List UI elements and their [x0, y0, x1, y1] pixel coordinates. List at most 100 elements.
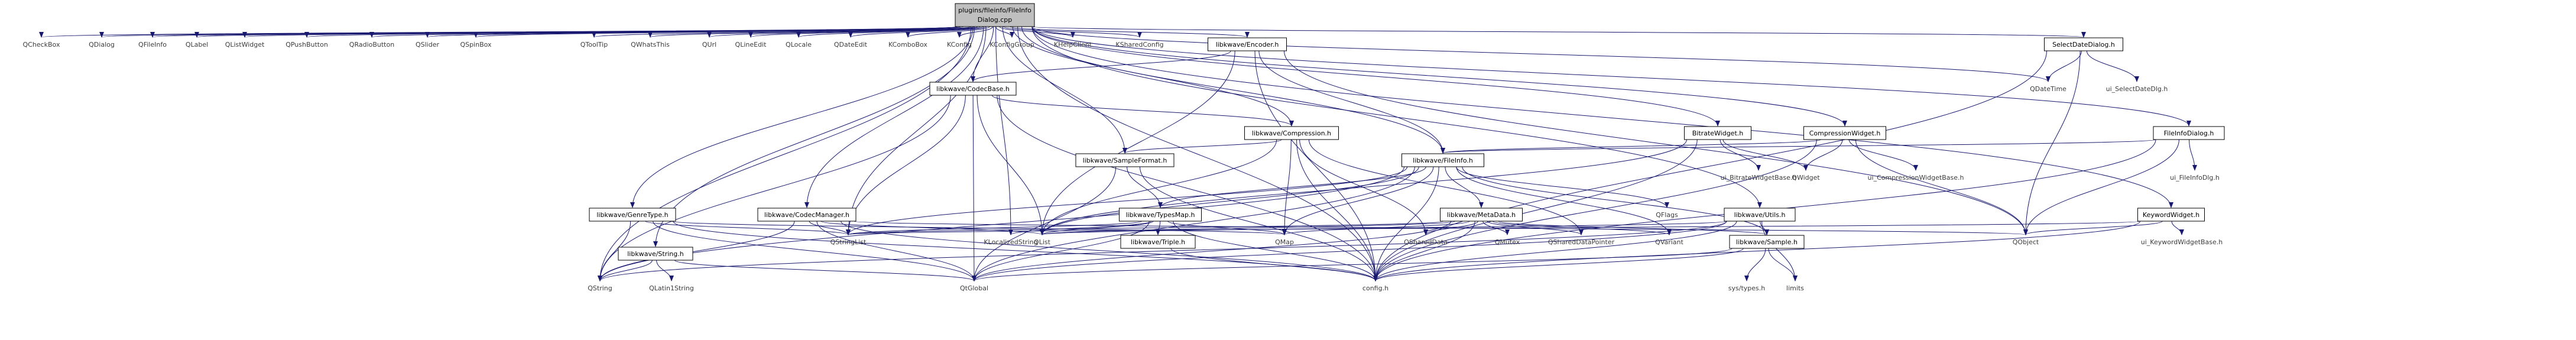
node-qdateedit: QDateEdit: [834, 41, 868, 48]
node-qstringlist-label: QStringList: [830, 238, 867, 246]
node-compression-label: libkwave/Compression.h: [1252, 129, 1331, 137]
edge-sample-to-systypes: [1744, 248, 1766, 281]
node-kconfig-label: KConfig: [947, 41, 972, 48]
edge-keywordwidget-to-qstringlist: [846, 221, 2140, 235]
node-khelpclient-label: KHelpClient: [1054, 41, 1092, 48]
edge-fileinfo-to-metadata: [1445, 166, 1484, 208]
node-string[interactable]: libkwave/String.h: [618, 247, 693, 261]
node-compressionwidget[interactable]: CompressionWidget.h: [1803, 126, 1886, 140]
node-qtooltip: QToolTip: [580, 41, 608, 48]
node-bitratewidget-box: [1684, 126, 1751, 140]
node-codecbase[interactable]: libkwave/CodecBase.h: [929, 82, 1017, 96]
node-sample[interactable]: libkwave/Sample.h: [1729, 235, 1805, 249]
edge-string-to-qstring: [598, 260, 653, 281]
node-fileinfo-box: [1401, 153, 1484, 167]
node-compression[interactable]: libkwave/Compression.h: [1244, 126, 1339, 140]
node-ui_bitratewidgetbase-label: ui_BitrateWidgetBase.h: [1721, 174, 1797, 182]
node-qpushbutton: QPushButton: [285, 41, 328, 48]
edge-compression-to-configh: [1296, 139, 1378, 281]
edge-sample-to-qglobal: [972, 248, 1733, 281]
node-ui_keywordwidgetbase: ui_KeywordWidgetBase.h: [2141, 238, 2223, 246]
edge-root-to-ksharedconfig: [1003, 26, 1142, 38]
edge-genretype-to-qglobal: [653, 221, 976, 281]
node-qpushbutton-label: QPushButton: [285, 41, 328, 48]
node-qlineedit: QLineEdit: [735, 41, 767, 48]
edge-utils-to-qlist: [1040, 221, 1727, 235]
node-compression-box: [1244, 126, 1339, 140]
node-qshareddatapointer: QSharedDataPointer: [1548, 238, 1615, 246]
node-metadata-label: libkwave/MetaData.h: [1447, 211, 1516, 219]
node-codecmanager[interactable]: libkwave/CodecManager.h: [757, 208, 856, 222]
node-kconfiggroup-label: KConfigGroup: [989, 41, 1034, 48]
node-genretype-box: [589, 208, 676, 222]
node-bitratewidget-label: BitrateWidget.h: [1692, 129, 1743, 137]
edge-keywordwidget-to-configh: [1373, 221, 2140, 281]
node-triple[interactable]: libkwave/Triple.h: [1120, 235, 1196, 249]
node-genretype[interactable]: libkwave/GenreType.h: [589, 208, 676, 222]
node-klocalizedstring-label: KLocalizedString: [984, 238, 1037, 246]
node-string-box: [618, 247, 693, 261]
node-klocalizedstring: KLocalizedString: [984, 238, 1037, 246]
root-node-label-line2: Dialog.cpp: [978, 16, 1013, 24]
node-codecmanager-box: [757, 208, 856, 222]
edge-codecmanager-to-qlist: [820, 221, 1044, 235]
node-utils-label: libkwave/Utils.h: [1734, 211, 1786, 219]
node-selectdatedialog[interactable]: SelectDateDialog.h: [2044, 37, 2123, 51]
node-kconfiggroup: KConfigGroup: [989, 41, 1034, 48]
node-qcheckbox-label: QCheckBox: [23, 41, 60, 48]
edge-utils-to-sample: [1760, 221, 1769, 235]
node-ui_selectdatedlg: ui_SelectDateDlg.h: [2106, 85, 2168, 93]
edge-bitratewidget-to-ui_bitratewidgetbase: [1720, 139, 1761, 171]
node-ksharedconfig-label: KSharedConfig: [1115, 41, 1163, 48]
edge-root-to-kconfig: [957, 26, 993, 38]
node-kconfig: KConfig: [947, 41, 972, 48]
node-utils[interactable]: libkwave/Utils.h: [1724, 208, 1796, 222]
edge-root-to-qstring: [598, 26, 972, 281]
node-qdatetime: QDateTime: [2030, 85, 2066, 93]
node-compressionwidget-box: [1803, 126, 1886, 140]
node-compressionwidget-label: CompressionWidget.h: [1809, 129, 1881, 137]
node-triple-box: [1120, 235, 1196, 249]
edge-codecmanager-to-qglobal: [816, 221, 976, 281]
edge-compression-to-sampleformat: [1122, 139, 1282, 154]
edge-root-to-sampleformat: [1002, 26, 1127, 154]
node-qmap: QMap: [1275, 238, 1294, 246]
edge-keywordwidget-to-ui_keywordwidgetbase: [2171, 221, 2184, 235]
node-encoder[interactable]: libkwave/Encoder.h: [1208, 37, 1287, 51]
node-qmap-label: QMap: [1275, 238, 1294, 246]
edge-root-to-fileinfodialog: [1031, 26, 2191, 127]
node-qshareddata-label: QSharedData: [1404, 238, 1448, 246]
edge-utils-to-configh: [1373, 221, 1737, 281]
node-qlistwidget-label: QListWidget: [225, 41, 265, 48]
edge-compressionwidget-to-qobject: [1855, 139, 2028, 235]
node-codecmanager-label: libkwave/CodecManager.h: [764, 211, 849, 219]
edge-string-to-qlatin1string: [656, 260, 674, 281]
edge-fileinfo-to-qglobal: [972, 166, 1415, 281]
edge-compressionwidget-to-configh: [1373, 139, 1817, 281]
node-qfileinfo: QFileInfo: [138, 41, 167, 48]
node-keywordwidget[interactable]: KeywordWidget.h: [2137, 208, 2205, 222]
edge-compression-to-qshareddatapointer: [1308, 139, 1584, 235]
edge-sampleformat-to-configh: [1139, 166, 1378, 281]
root-node[interactable]: plugins/fileinfo/FileInfo Dialog.cpp: [955, 3, 1035, 27]
edge-metadata-to-configh: [1373, 221, 1475, 281]
node-sampleformat[interactable]: libkwave/SampleFormat.h: [1075, 153, 1175, 167]
node-qlatin1string: QLatin1String: [649, 284, 694, 292]
edge-fileinfo-to-qlist: [1040, 166, 1419, 235]
node-genretype-label: libkwave/GenreType.h: [596, 211, 668, 219]
edge-bitratewidget-to-configh: [1373, 139, 1698, 281]
node-bitratewidget[interactable]: BitrateWidget.h: [1684, 126, 1751, 140]
node-kcombobox-label: KComboBox: [888, 41, 927, 48]
node-fileinfo[interactable]: libkwave/FileInfo.h: [1401, 153, 1484, 167]
edge-root-to-compressionwidget: [1031, 26, 1847, 127]
edge-metadata-to-qglobal: [972, 221, 1452, 281]
edge-fileinfo-to-qvariant: [1456, 166, 1672, 235]
node-typesmap[interactable]: libkwave/TypesMap.h: [1119, 208, 1202, 222]
node-qlatin1string-label: QLatin1String: [649, 284, 694, 292]
node-qradiobutton: QRadioButton: [349, 41, 394, 48]
node-fileinfodialog[interactable]: FileInfoDialog.h: [2153, 126, 2225, 140]
node-metadata[interactable]: libkwave/MetaData.h: [1440, 208, 1523, 222]
edge-root-to-bitratewidget: [1031, 26, 1720, 127]
edge-root-to-fileinfo: [1021, 26, 1445, 154]
edge-root-to-codecbase: [971, 26, 994, 82]
